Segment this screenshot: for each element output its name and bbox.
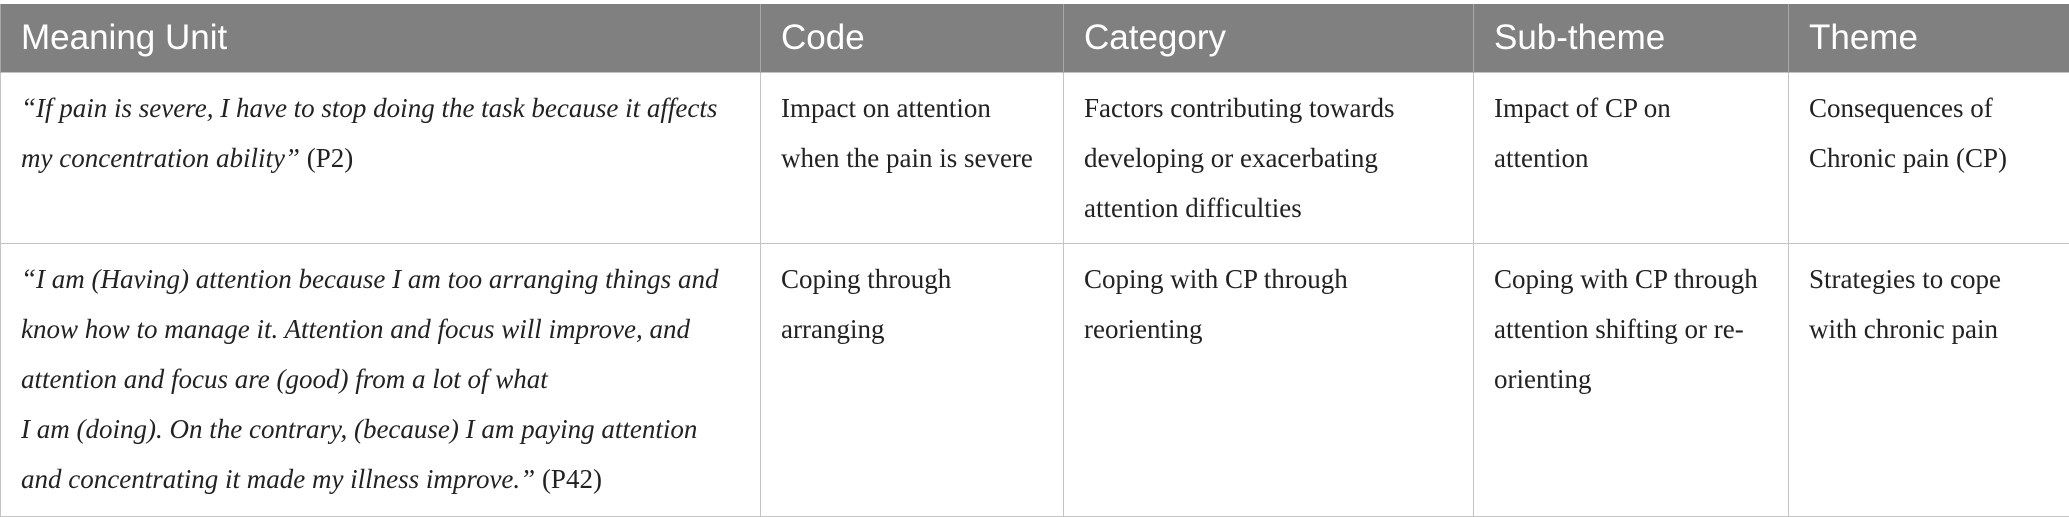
header-meaning-unit: Meaning Unit <box>1 4 761 73</box>
cell-category: Factors contributing towards developing … <box>1064 73 1474 244</box>
meaning-quote-part-1: “I am (Having) attention because I am to… <box>21 254 740 404</box>
cell-sub-theme: Coping with CP through attention shiftin… <box>1474 244 1789 517</box>
meaning-quote: “If pain is severe, I have to stop doing… <box>21 93 717 173</box>
thematic-analysis-table: Meaning Unit Code Category Sub-theme The… <box>0 4 2069 517</box>
table-body: “If pain is severe, I have to stop doing… <box>1 73 2069 517</box>
table-row: “I am (Having) attention because I am to… <box>1 244 2069 517</box>
table: Meaning Unit Code Category Sub-theme The… <box>0 4 2069 517</box>
header-category: Category <box>1064 4 1474 73</box>
cell-sub-theme: Impact of CP on attention <box>1474 73 1789 244</box>
header-code: Code <box>761 4 1064 73</box>
cell-code: Impact on attention when the pain is sev… <box>761 73 1064 244</box>
header-row: Meaning Unit Code Category Sub-theme The… <box>1 4 2069 73</box>
cell-meaning-unit: “I am (Having) attention because I am to… <box>1 244 761 517</box>
participant-ref: (P2) <box>300 143 353 173</box>
table-row: “If pain is severe, I have to stop doing… <box>1 73 2069 244</box>
participant-ref: (P42) <box>535 464 602 494</box>
cell-meaning-unit: “If pain is severe, I have to stop doing… <box>1 73 761 244</box>
table-header: Meaning Unit Code Category Sub-theme The… <box>1 4 2069 73</box>
cell-theme: Consequences of Chronic pain (CP) <box>1789 73 2069 244</box>
header-theme: Theme <box>1789 4 2069 73</box>
cell-code: Coping through arranging <box>761 244 1064 517</box>
cell-category: Coping with CP through reorienting <box>1064 244 1474 517</box>
cell-theme: Strategies to cope with chronic pain <box>1789 244 2069 517</box>
header-sub-theme: Sub-theme <box>1474 4 1789 73</box>
